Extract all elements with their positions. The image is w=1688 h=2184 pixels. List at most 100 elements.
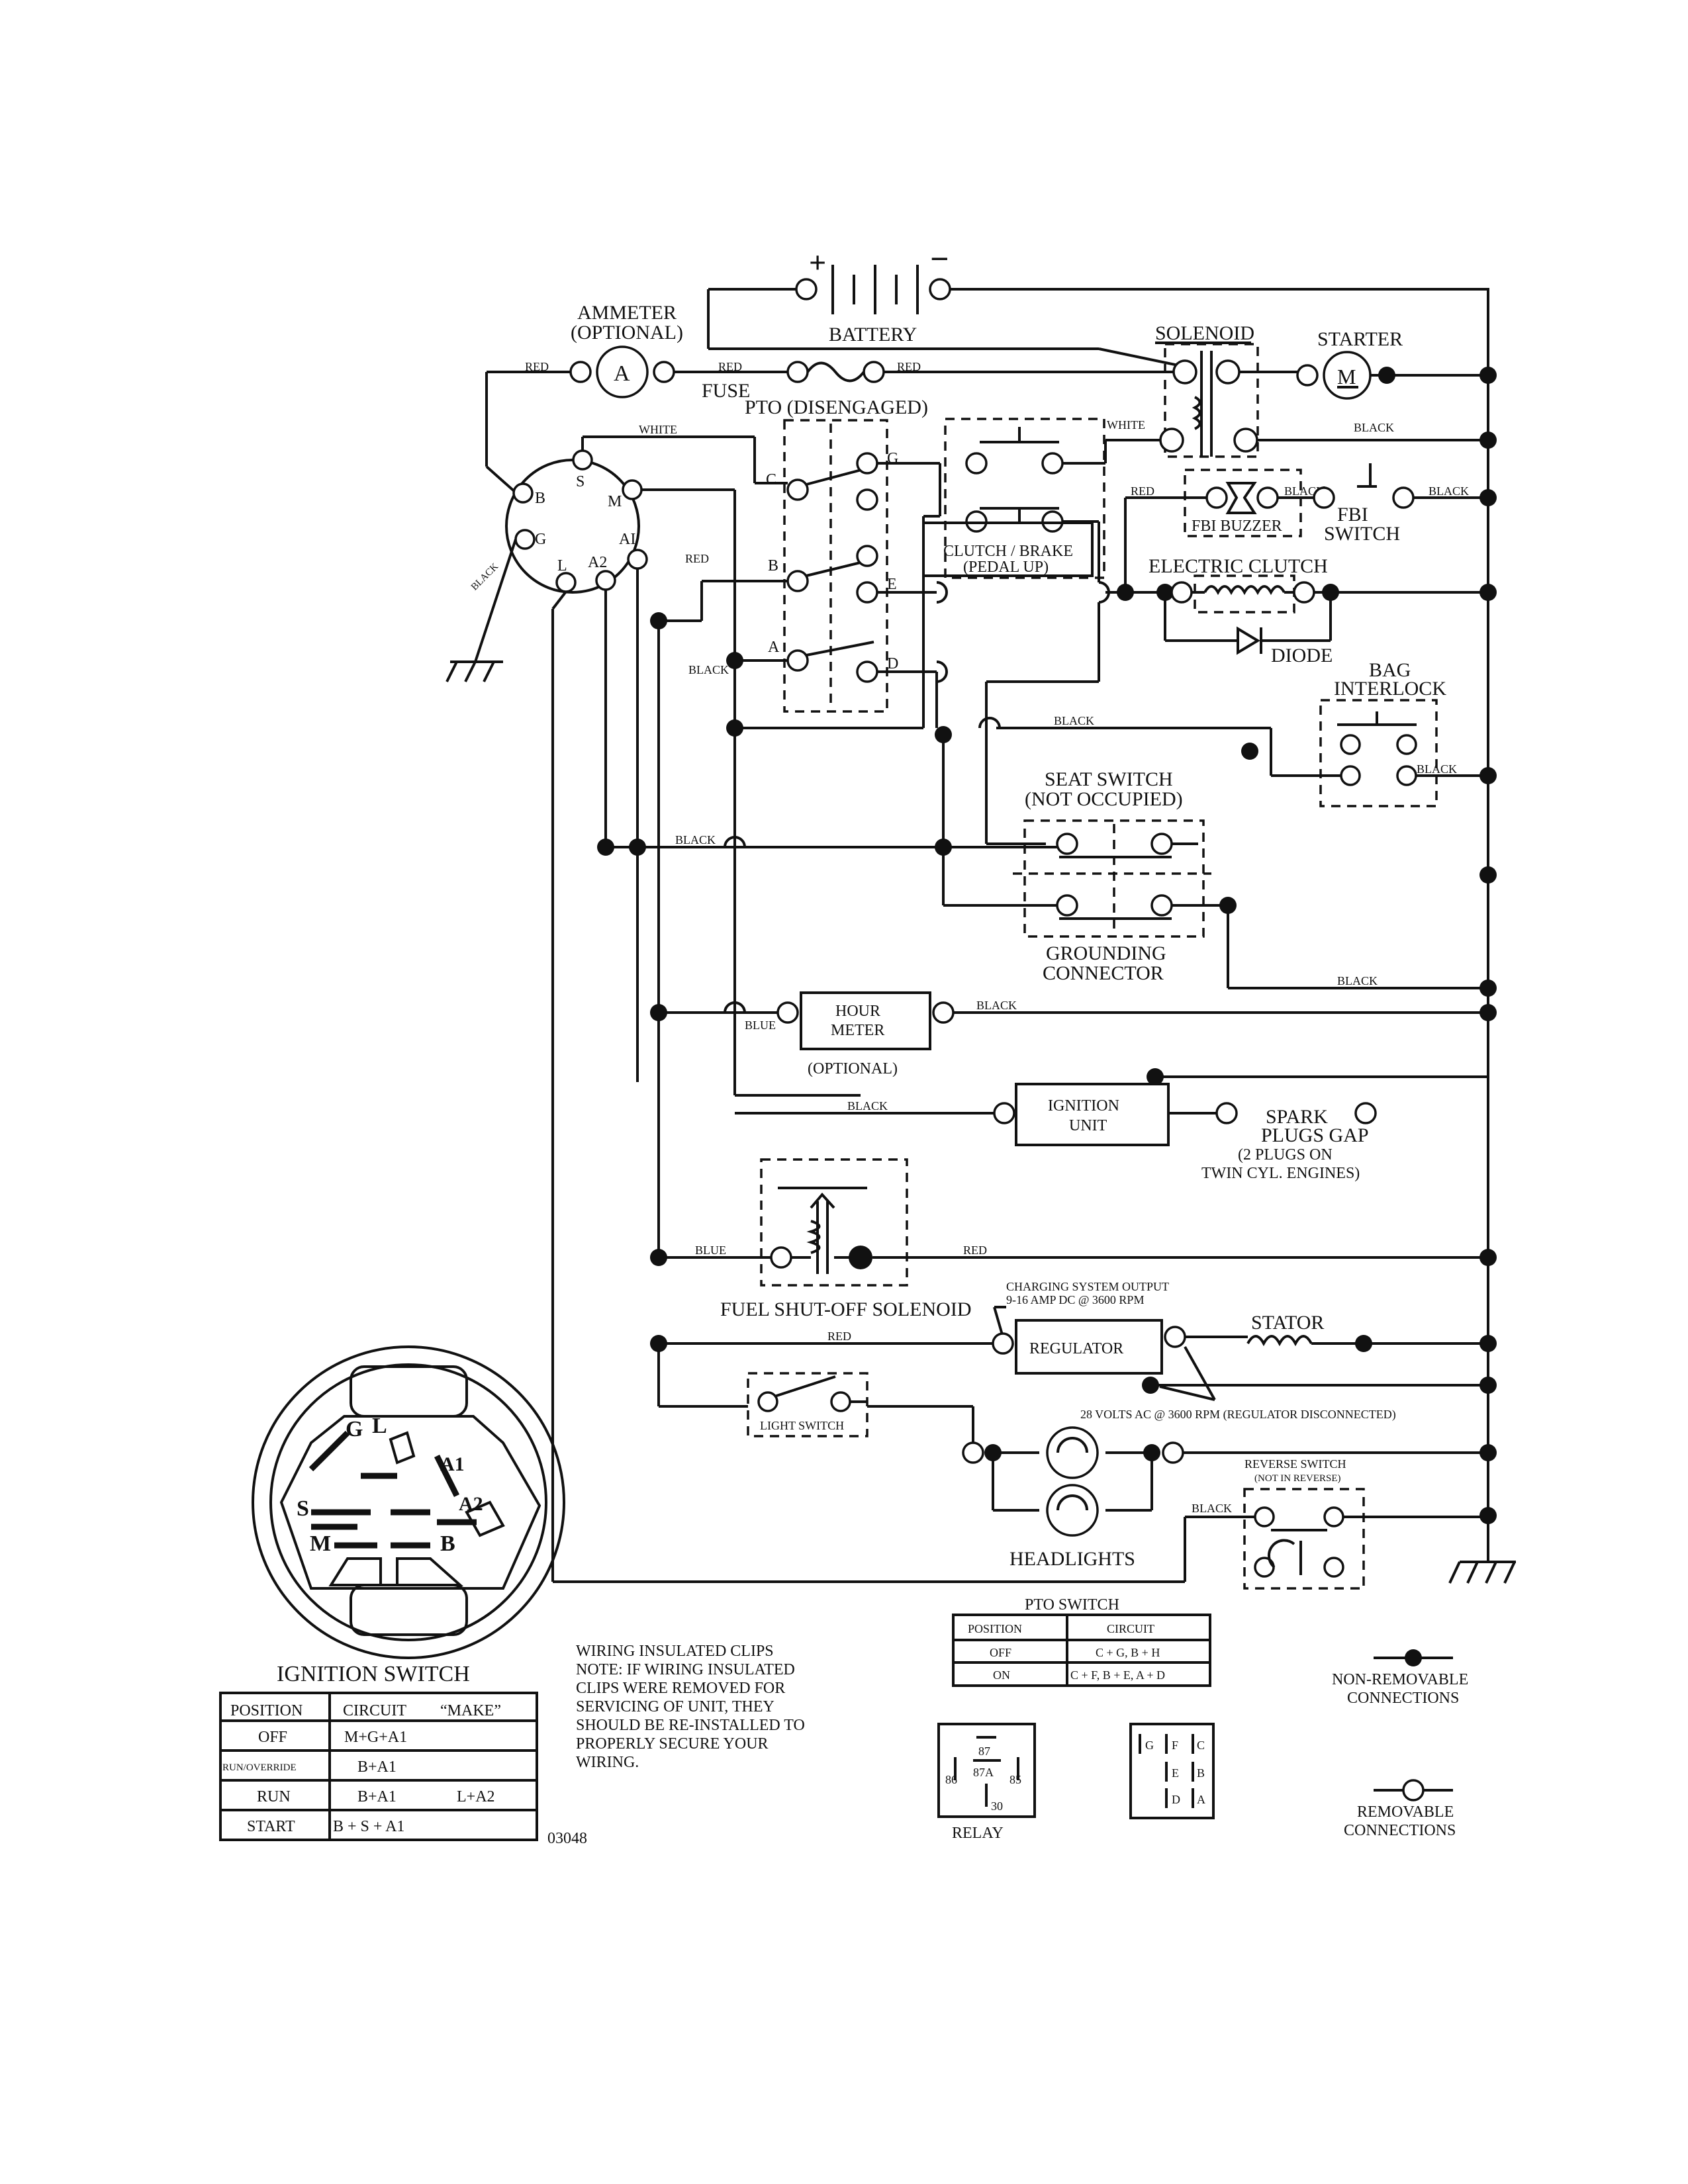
note-line-3: CLIPS WERE REMOVED FOR: [576, 1680, 785, 1697]
key-terminal-l: L: [372, 1414, 387, 1438]
volts-ac-label: 28 VOLTS AC @ 3600 RPM (REGULATOR DISCON…: [1080, 1408, 1396, 1422]
legend-non-removable-connections: CONNECTIONS: [1347, 1690, 1459, 1707]
diode-label: DIODE: [1271, 645, 1333, 666]
pto-conn-d: D: [1172, 1793, 1180, 1806]
ignition-row-start-circuit: B + S + A1: [333, 1818, 404, 1835]
pto-connector-diagram: G F C E B D A: [1129, 1723, 1215, 1819]
pto-conn-f: F: [1172, 1739, 1178, 1752]
reverse-switch-label: REVERSE SWITCH: [1244, 1457, 1346, 1471]
relay-pin-86: 86: [945, 1773, 957, 1786]
hour-optional-label: (OPTIONAL): [808, 1060, 898, 1077]
pto-row-on-circuit: C + F, B + E, A + D: [1070, 1668, 1165, 1682]
grounding-label: GROUNDING: [1046, 942, 1166, 964]
pto-conn-e: E: [1172, 1766, 1179, 1780]
pto-switch-table: PTO SWITCH POSITION CIRCUIT OFF C + G, B…: [952, 1596, 1211, 1687]
starter-motor: STARTER M: [1296, 328, 1488, 400]
ammeter-symbol: A: [614, 361, 630, 386]
note-line-7: WIRING.: [576, 1754, 639, 1771]
wire-black-pto-a: BLACK: [688, 663, 729, 676]
reverse-switch: REVERSE SWITCH (NOT IN REVERSE): [1243, 1457, 1488, 1590]
twin-cyl-label: TWIN CYL. ENGINES): [1201, 1165, 1360, 1182]
ignition-row-override-position: RUN/OVERRIDE: [222, 1762, 297, 1773]
key-terminal-b: B: [440, 1531, 455, 1556]
wire-black-ignition-ground: BLACK: [469, 561, 500, 592]
pto-terminal-c: C: [766, 471, 776, 488]
spark-label: SPARK: [1266, 1106, 1328, 1128]
key-terminal-s: S: [297, 1496, 309, 1521]
wiring-notes: WIRING INSULATED CLIPS NOTE: IF WIRING I…: [547, 1643, 805, 1847]
ign-terminal-g: G: [535, 531, 546, 548]
relay-diagram: 87 86 87A 85 30 RELAY: [937, 1723, 1036, 1842]
electric-clutch: ELECTRIC CLUTCH DIODE: [1105, 555, 1488, 666]
pto-terminal-a: A: [768, 639, 780, 656]
legend-removable: REMOVABLE: [1357, 1803, 1454, 1821]
wire-red-ammeter: RED: [525, 360, 549, 373]
ignition-row-run-position: RUN: [257, 1788, 291, 1805]
two-plugs-label: (2 PLUGS ON: [1238, 1146, 1333, 1163]
ignition-table-header-position: POSITION: [230, 1702, 303, 1719]
bag-interlock: BAG INTERLOCK BLACK BLACK: [996, 659, 1488, 807]
connector-label: CONNECTOR: [1043, 962, 1164, 984]
relay-pin-85: 85: [1009, 1773, 1021, 1786]
pto-conn-g: G: [1145, 1739, 1154, 1752]
left-bus: BLACK: [597, 612, 1057, 1406]
pto-conn-b: B: [1197, 1766, 1205, 1780]
starter-label: STARTER: [1317, 328, 1403, 350]
clutch-brake-switch: CLUTCH / BRAKE (PEDAL UP) WHITE: [922, 418, 1160, 845]
ignition-row-start-position: START: [247, 1818, 295, 1835]
light-switch-label: LIGHT SWITCH: [760, 1419, 844, 1432]
fbi-label: FBI: [1337, 504, 1368, 525]
light-switch: LIGHT SWITCH: [659, 1372, 974, 1453]
ignition-switch-title: IGNITION SWITCH: [277, 1662, 470, 1686]
wire-black-seat-ground: BLACK: [1337, 974, 1378, 987]
ignition-table-header-make: “MAKE”: [440, 1702, 501, 1719]
fbi-switch-label: SWITCH: [1324, 523, 1400, 545]
wire-black-bag: BLACK: [1417, 762, 1457, 776]
electric-clutch-label: ELECTRIC CLUTCH: [1149, 555, 1328, 577]
pto-conn-c: C: [1197, 1739, 1205, 1752]
wire-black-hour: BLACK: [976, 999, 1017, 1012]
ammeter-optional-label: (OPTIONAL): [571, 322, 683, 343]
hour-meter: BLUE HOUR METER BLACK (OPTIONAL): [650, 991, 1488, 1077]
relay-pin-30: 30: [991, 1799, 1003, 1813]
battery-positive-terminal: [795, 278, 818, 300]
ignition-unit: BLACK IGNITION UNIT SPARK PLUGS GAP (2 P…: [735, 1068, 1488, 1182]
not-in-reverse-label: (NOT IN REVERSE): [1254, 1473, 1341, 1484]
legend: NON-REMOVABLE CONNECTIONS REMOVABLE CONN…: [1332, 1649, 1468, 1839]
headlights: HEADLIGHTS: [962, 1426, 1488, 1570]
note-line-6: PROPERLY SECURE YOUR: [576, 1735, 769, 1752]
pto-switch: PTO (DISENGAGED) C G B E A D RED BLACK: [659, 396, 948, 729]
key-terminal-m: M: [310, 1531, 331, 1556]
wire-black-fbi-ground: BLACK: [1429, 484, 1469, 498]
ammeter: AMMETER (OPTIONAL) A RED RED RED FUSE: [485, 302, 1175, 494]
wire-black-common: BLACK: [675, 833, 716, 846]
headlights-label: HEADLIGHTS: [1009, 1548, 1135, 1570]
wire-white-starter-signal: WHITE: [639, 423, 677, 436]
ignition-row-off-position: OFF: [258, 1729, 287, 1746]
pto-row-on-position: ON: [993, 1668, 1010, 1682]
wire-black-reverse: BLACK: [1192, 1502, 1232, 1515]
key-terminal-a1: A1: [440, 1453, 465, 1475]
pto-row-off-position: OFF: [990, 1646, 1011, 1659]
ignition-row-off-circuit: M+G+A1: [344, 1729, 407, 1746]
pto-terminal-d: D: [887, 655, 898, 672]
pto-row-off-circuit: C + G, B + H: [1096, 1646, 1160, 1659]
wire-red-fuel: RED: [963, 1244, 987, 1257]
seat-switch: SEAT SWITCH (NOT OCCUPIED) BLACK GROUNDI…: [935, 726, 1488, 989]
note-line-2: NOTE: IF WIRING INSULATED: [576, 1661, 795, 1678]
fuel-solenoid-label: FUEL SHUT-OFF SOLENOID: [720, 1298, 971, 1320]
plugs-gap-label: PLUGS GAP: [1261, 1124, 1369, 1146]
charging-amps-label: 9-16 AMP DC @ 3600 RPM: [1006, 1293, 1144, 1306]
battery-negative-terminal: [929, 278, 951, 300]
solenoid-label: SOLENOID: [1155, 322, 1254, 344]
ignition-row-run-make: L+A2: [457, 1788, 495, 1805]
ignition-switch-connector: B S M G L A2 AI BLACK WHITE: [445, 423, 1254, 1583]
legend-removable-connections: CONNECTIONS: [1344, 1822, 1456, 1839]
meter-label: METER: [831, 1022, 884, 1039]
pto-conn-a: A: [1197, 1793, 1205, 1806]
stator-label: STATOR: [1251, 1312, 1324, 1334]
ignition-label: IGNITION: [1048, 1097, 1119, 1115]
pto-terminal-e: E: [887, 576, 897, 593]
ign-terminal-b: B: [535, 490, 545, 507]
wire-black-ignition: BLACK: [847, 1099, 888, 1113]
